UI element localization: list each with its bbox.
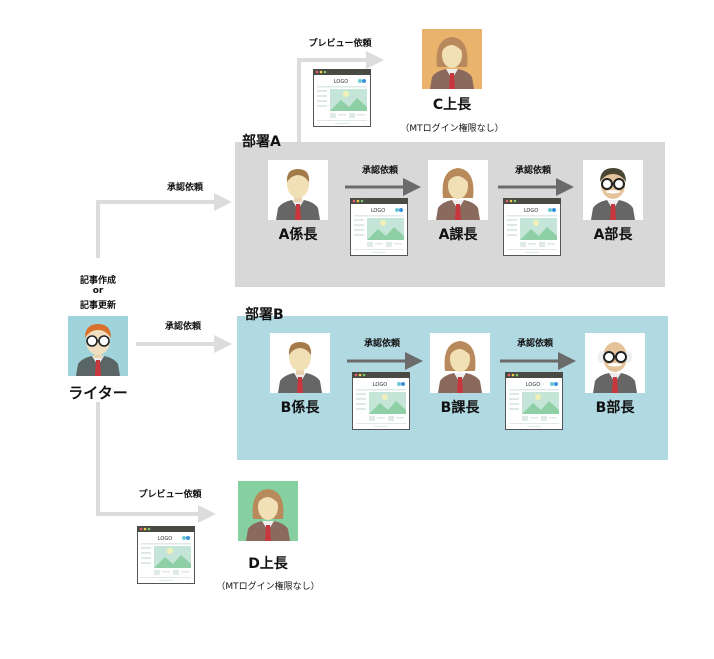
a-kakaricho-avatar-icon (268, 160, 328, 220)
b-kacho-avatar-icon (430, 333, 490, 393)
arrowhead-to-dept-b (214, 335, 232, 353)
c-boss-name: C上長 (432, 97, 472, 113)
svg-text:LOGO: LOGO (334, 79, 348, 85)
b-kakaricho-name: B係長 (280, 400, 320, 416)
arrowhead-to-dept-a (214, 193, 232, 211)
svg-text:LOGO: LOGO (526, 382, 540, 388)
svg-text:LOGO: LOGO (371, 208, 385, 214)
writer-name: ライター (68, 384, 128, 402)
b-kacho-name: B課長 (440, 400, 480, 416)
flow-label-to-c: プレビュー依頼 (308, 39, 372, 49)
b-bucho-name: B部長 (595, 400, 635, 416)
svg-text:LOGO: LOGO (373, 382, 387, 388)
step-arrow-a1 (403, 178, 421, 196)
dept-a-step-2-label: 承認依頼 (514, 166, 551, 176)
writer-action-line3: 記事更新 (79, 301, 116, 311)
writer-avatar-icon (68, 316, 128, 376)
d-boss-note: （MTログイン権限なし） (216, 582, 320, 592)
arrowhead-to-c-boss (366, 51, 384, 69)
a-kacho-avatar-icon (428, 160, 488, 220)
flow-line-to-dept-a (96, 200, 216, 258)
step-arrow-b2 (558, 352, 576, 370)
webpage-preview-icon: LOGO (350, 198, 408, 256)
flow-label-to-d: プレビュー依頼 (138, 490, 202, 500)
flow-line-to-d-boss (96, 402, 200, 516)
c-boss-note: （MTログイン権限なし） (400, 124, 504, 134)
svg-text:LOGO: LOGO (158, 536, 172, 542)
dept-b-step-1-label: 承認依頼 (363, 339, 400, 349)
b-bucho-avatar-icon (585, 333, 645, 393)
department-a-label: 部署A (242, 134, 281, 150)
writer-action-line2: or (92, 286, 104, 296)
webpage-preview-icon: LOGO (137, 526, 195, 584)
svg-text:LOGO: LOGO (524, 208, 538, 214)
webpage-preview-icon: LOGO (352, 372, 410, 430)
b-kakaricho-avatar-icon (270, 333, 330, 393)
department-b-label: 部署B (245, 307, 284, 323)
flow-line-to-c-boss (297, 58, 368, 142)
d-boss-avatar-icon (238, 481, 298, 541)
dept-a-step-1-label: 承認依頼 (361, 166, 398, 176)
a-bucho-name: A部長 (593, 227, 633, 243)
dept-b-step-2-label: 承認依頼 (516, 339, 553, 349)
webpage-preview-icon: LOGO (505, 372, 563, 430)
writer-action-line1: 記事作成 (79, 276, 116, 286)
step-arrow-b1 (405, 352, 423, 370)
a-bucho-avatar-icon (583, 160, 643, 220)
webpage-preview-icon: LOGO (313, 69, 371, 127)
webpage-preview-icon: LOGO (503, 198, 561, 256)
step-arrow-a2 (556, 178, 574, 196)
c-boss-avatar-icon (422, 29, 482, 89)
a-kacho-name: A課長 (438, 227, 478, 243)
a-kakaricho-name: A係長 (278, 227, 318, 243)
d-boss-name: D上長 (248, 556, 288, 572)
arrowhead-to-d-boss (198, 505, 216, 523)
flow-label-to-dept-a: 承認依頼 (166, 183, 203, 193)
flow-label-to-dept-b: 承認依頼 (164, 322, 201, 332)
